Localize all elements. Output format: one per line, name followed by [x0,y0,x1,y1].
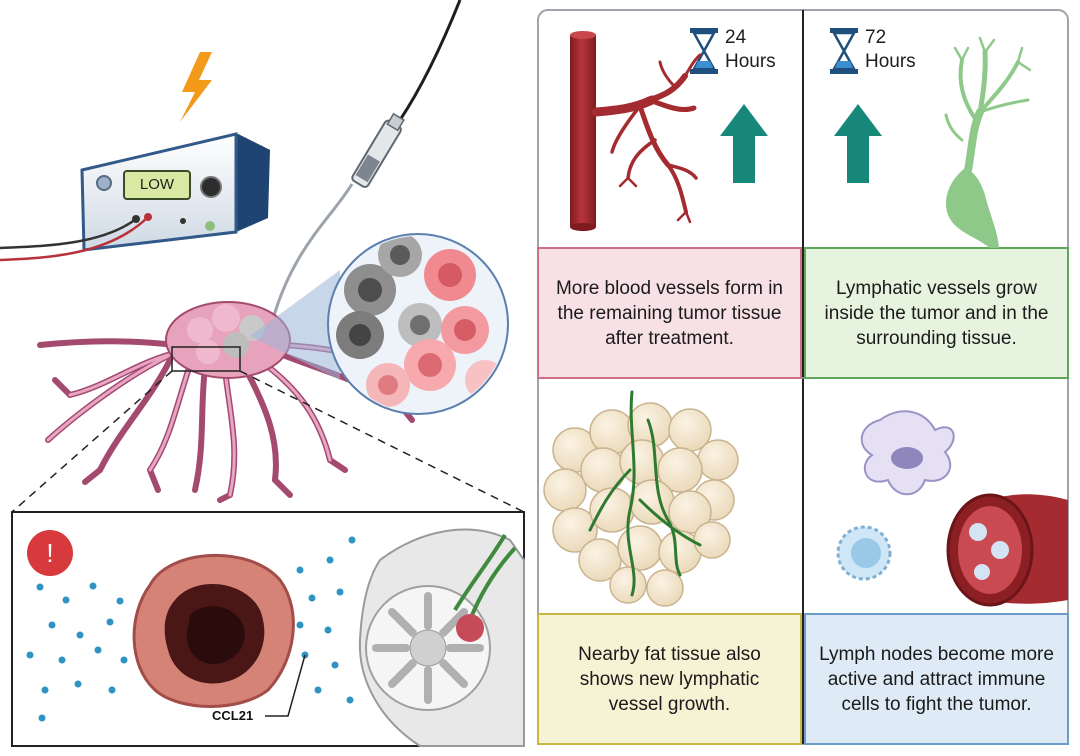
timepoint-unit: Hours [865,51,916,72]
lymph-node-illustration [358,528,525,747]
blood-vessel-illustration [570,31,702,231]
cell-yellow-bg [537,613,802,745]
electrode-probe [351,112,405,188]
up-arrow-icon [834,104,882,183]
lymphatic-vessels-caption: Lymphatic vessels grow inside the tumor … [824,277,1049,349]
dendritic-cell [860,410,955,496]
vessel-cross-section [946,493,1068,607]
up-arrow-icon [720,104,768,183]
lightning-bolt-icon [180,52,212,122]
tumor-cross-section [132,553,295,708]
cell-pink-bg [537,247,802,379]
ccl21-label: CCL21 [212,708,254,723]
timepoint-unit: Hours [725,51,776,72]
lcd-display: LOW [139,176,175,193]
timepoint-24: 24 Hours [725,26,776,74]
alert-mark: ! [46,538,54,568]
lymphatic-vessel-illustration [944,36,1032,174]
fat-tissue-caption: Nearby fat tissue also shows new lymphat… [578,643,761,715]
cell-green-bg [804,247,1069,379]
blood-vessels-caption: More blood vessels form in the remaining… [555,277,784,349]
lymphocyte [836,525,892,581]
alert-icon [27,530,73,576]
hourglass-icon [690,28,718,74]
power-supply-device [80,132,270,252]
zoom-region-box [171,346,241,372]
timepoint-number: 24 [725,27,747,48]
fat-tissue-illustration [543,402,739,607]
timepoint-72: 72 Hours [865,26,916,74]
cell-blue-bg [804,613,1069,745]
timepoint-number: 72 [865,27,887,48]
hourglass-icon [830,28,858,74]
lymph-nodes-caption: Lymph nodes become more active and attra… [819,643,1054,715]
